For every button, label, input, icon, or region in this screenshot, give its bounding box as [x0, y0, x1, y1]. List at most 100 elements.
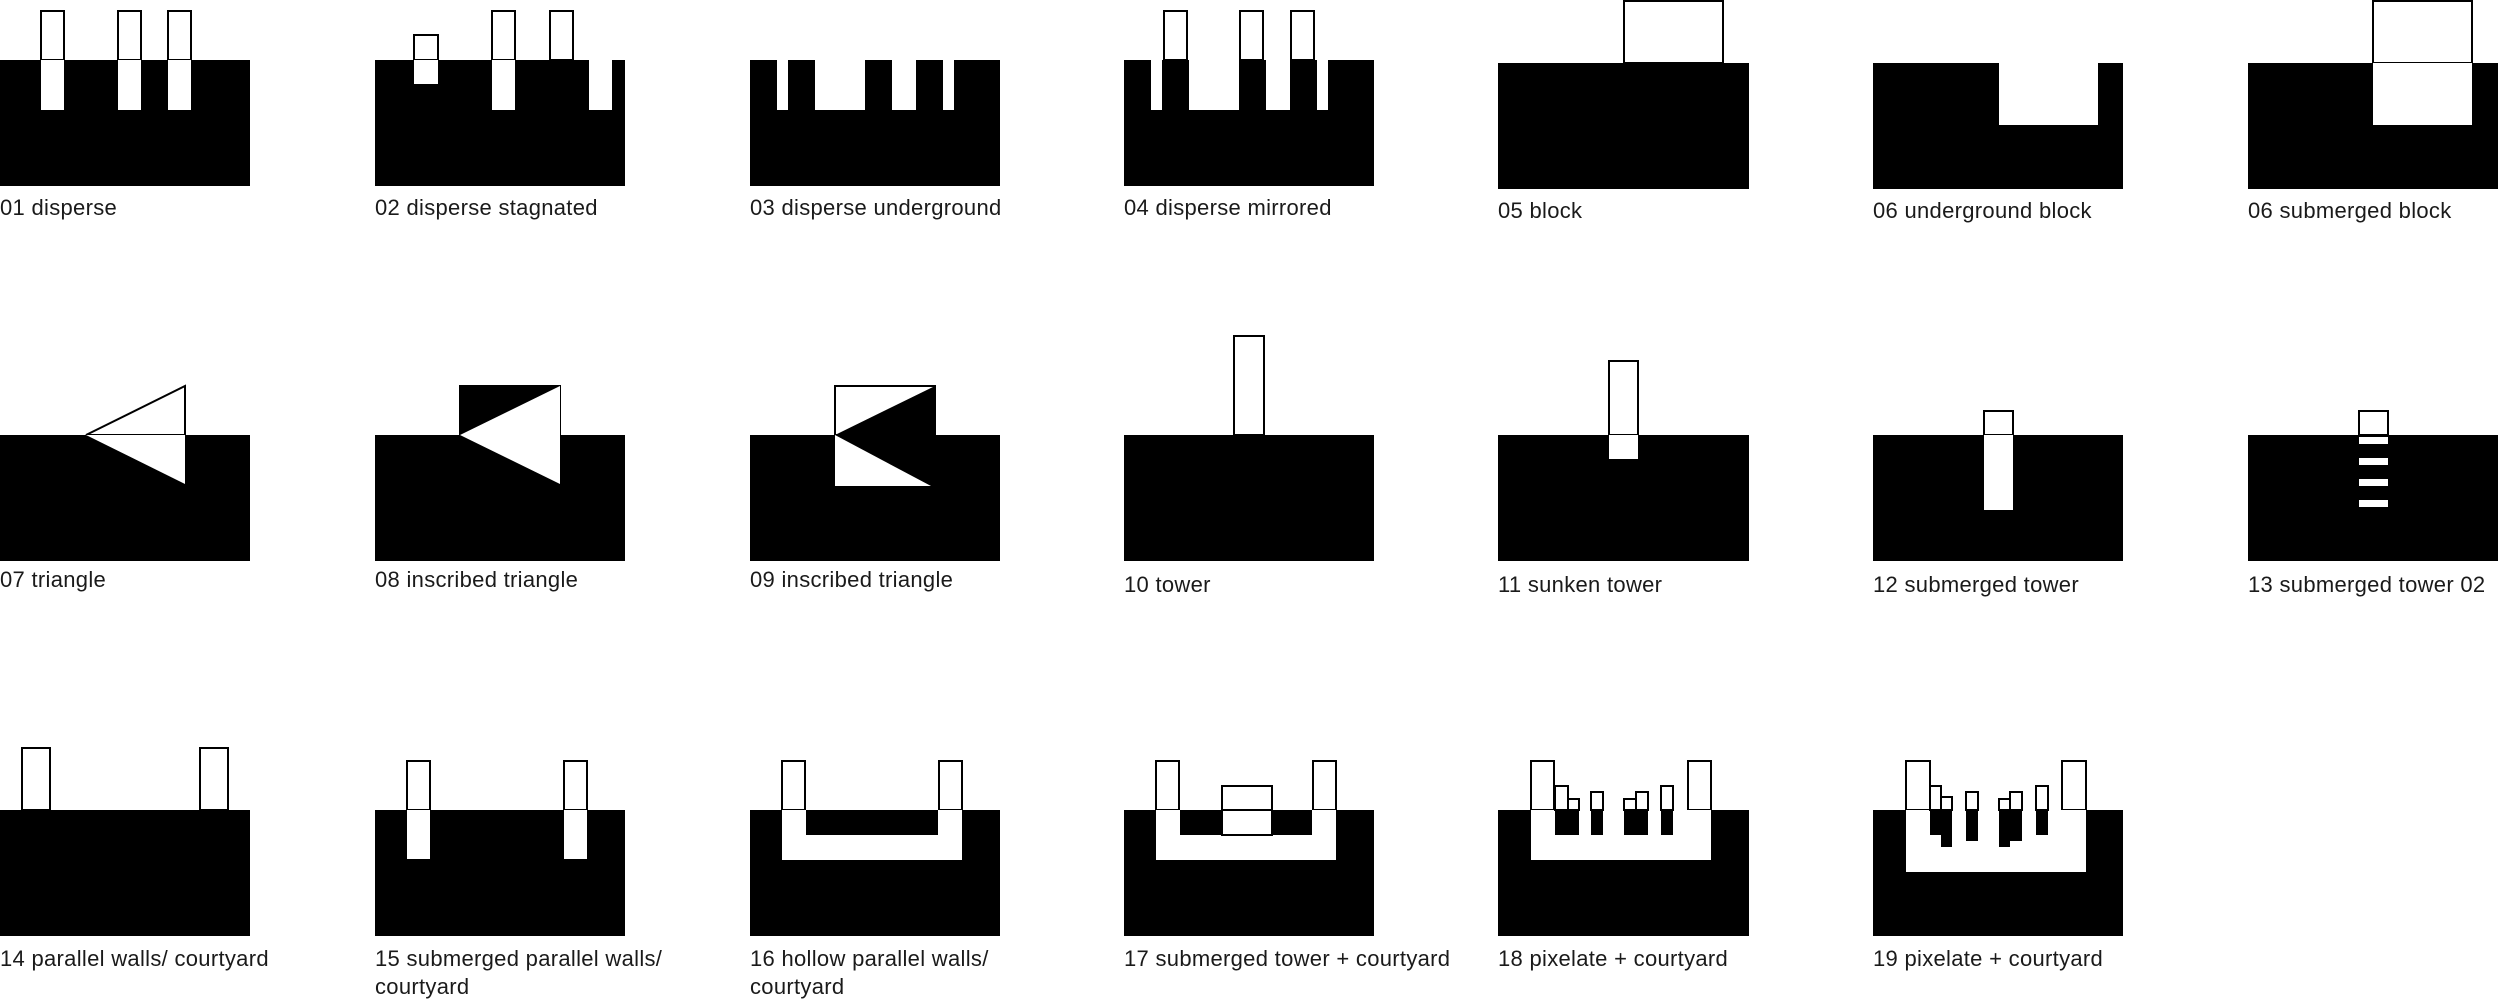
void: [1151, 60, 1162, 110]
wall-above: [1905, 760, 1931, 811]
caption-line: 12 submerged tower: [1873, 572, 2079, 597]
caption-d11: 11 sunken tower: [1498, 571, 1662, 599]
pixel-below: [1941, 810, 1952, 847]
wall-above: [406, 760, 431, 811]
caption-line: 14 parallel walls/ courtyard: [0, 946, 269, 971]
tower-above: [549, 10, 574, 61]
pixel-above: [1929, 785, 1942, 811]
caption-line: 08 inscribed triangle: [375, 567, 579, 592]
pixel-above: [1940, 796, 1953, 811]
caption-line: 18 pixelate + courtyard: [1498, 946, 1729, 971]
small-tower: [413, 34, 439, 61]
caption-d18: 18 pixelate + courtyard: [1498, 945, 1728, 973]
tower-below: [1984, 435, 2013, 510]
ground-block: [375, 435, 625, 561]
caption-line: 07 triangle: [0, 567, 107, 592]
block-below: [1999, 63, 2098, 125]
floor-slab: [2359, 479, 2388, 486]
wall-above: [1312, 760, 1337, 811]
caption-line: courtyard: [750, 974, 845, 999]
pixel-above: [1965, 791, 1979, 811]
caption-line: 04 disperse mirrored: [1124, 195, 1332, 220]
caption-line: 05 block: [1498, 198, 1583, 223]
ground-block: [0, 435, 250, 561]
tower-below: [1609, 435, 1638, 459]
void: [1189, 60, 1239, 110]
tower-above: [1233, 335, 1265, 436]
diagram-d19: [1873, 760, 2123, 936]
caption-d16: 16 hollow parallel walls/ courtyard: [750, 945, 989, 1001]
triangle-below: [835, 435, 931, 486]
diagram-d02: [375, 10, 625, 186]
floor-slab: [2359, 500, 2388, 507]
caption-line: 11 sunken tower: [1498, 572, 1663, 597]
caption-line: 01 disperse: [0, 195, 118, 220]
caption-d05: 05 block: [1498, 197, 1582, 225]
diagram-d11: [1498, 360, 1749, 561]
caption-d06: 06 underground block: [1873, 197, 2092, 225]
tower-above: [1163, 10, 1188, 61]
triangle-above: [460, 386, 560, 435]
caption-d10: 10 tower: [1124, 571, 1211, 599]
caption-d02: 02 disperse stagnated: [375, 194, 598, 222]
caption-d07: 07 triangle: [0, 566, 106, 594]
triangle-below: [460, 435, 560, 484]
floor-slab: [2359, 458, 2388, 465]
tower-below: [492, 60, 515, 110]
caption-line: courtyard: [375, 974, 470, 999]
diagram-d06b: [2248, 0, 2498, 189]
ground-block: [1498, 63, 1749, 189]
diagram-d05: [1498, 0, 1749, 189]
tower-above: [167, 10, 192, 61]
triangle-below: [86, 435, 185, 484]
caption-d12: 12 submerged tower: [1873, 571, 2079, 599]
pixel-above: [1635, 791, 1649, 811]
pixel-below: [1591, 810, 1603, 835]
void: [1266, 60, 1290, 110]
diagram-d03: [750, 60, 1000, 186]
caption-line: 16 hollow parallel walls/: [750, 946, 989, 971]
caption-d04: 04 disperse mirrored: [1124, 194, 1332, 222]
diagram-d16: [750, 760, 1000, 936]
void: [815, 60, 865, 110]
central-tower-above: [1221, 785, 1273, 811]
pixel-below: [1999, 810, 2010, 847]
pixel-below: [1930, 810, 1941, 835]
tower-above: [491, 10, 516, 61]
caption-d06b: 06 submerged block: [2248, 197, 2452, 225]
pixel-above: [2035, 785, 2049, 811]
caption-line: 19 pixelate + courtyard: [1873, 946, 2104, 971]
pixel-below: [1624, 810, 1648, 835]
pixel-above: [1567, 798, 1580, 811]
ground-block: [2248, 435, 2498, 561]
diagram-d07: [0, 384, 250, 561]
void: [892, 60, 916, 110]
caption-line: 10 tower: [1124, 572, 1211, 597]
pixel-above: [1623, 798, 1637, 811]
tower-below: [41, 60, 64, 110]
caption-d19: 19 pixelate + courtyard: [1873, 945, 2103, 973]
diagram-d01: [0, 10, 250, 186]
diagram-d04: [1124, 10, 1374, 186]
tower-below: [118, 60, 141, 110]
tower-above: [1290, 10, 1315, 61]
ground-block: [750, 60, 1000, 186]
pixel-below: [1555, 810, 1579, 835]
wall-above: [563, 760, 588, 811]
caption-d14: 14 parallel walls/ courtyard: [0, 945, 269, 973]
wall-above: [2061, 760, 2087, 811]
diagram-d17: [1124, 760, 1374, 936]
caption-line: 13 submerged tower 02: [2248, 572, 2486, 597]
caption-d01: 01 disperse: [0, 194, 117, 222]
tower-above: [1608, 360, 1639, 436]
diagram-d08: [375, 385, 625, 561]
pixel-below: [2036, 810, 2048, 835]
pixel-below: [2010, 810, 2022, 841]
wall-above: [199, 747, 229, 811]
wall-above: [781, 760, 806, 811]
diagram-d14: [0, 747, 250, 936]
pixel-above: [2009, 791, 2023, 811]
block-above: [1623, 0, 1724, 64]
pixel-above: [1554, 785, 1569, 811]
floor-slab: [2359, 437, 2388, 444]
